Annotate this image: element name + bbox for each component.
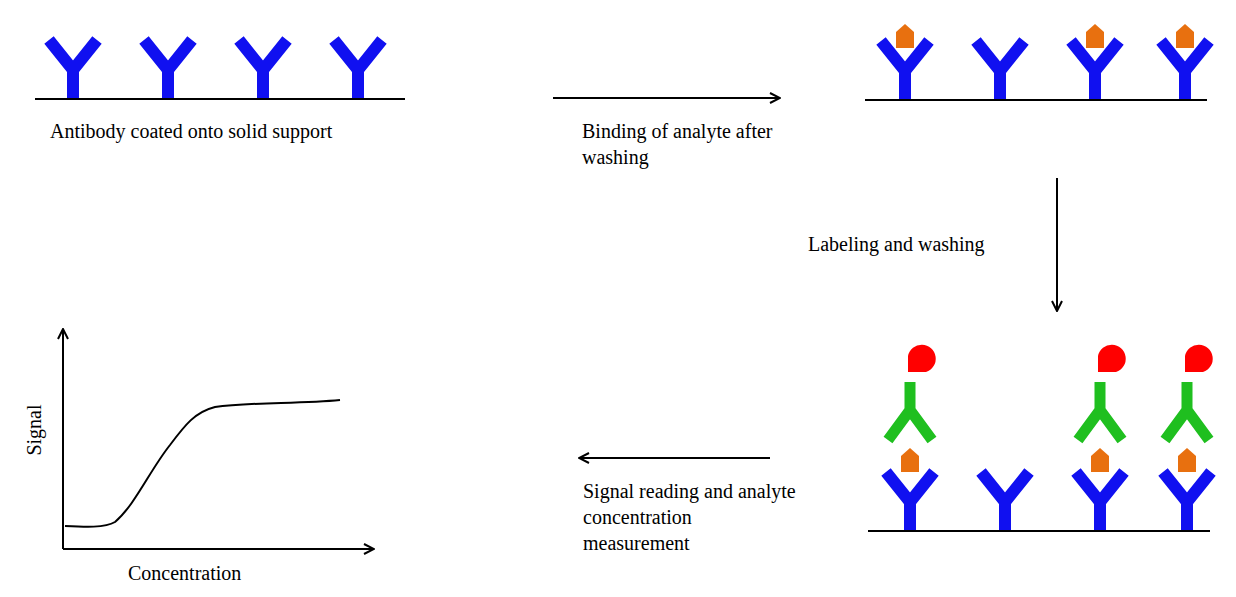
- capture-antibody: [1163, 472, 1211, 530]
- analyte: [901, 448, 919, 472]
- y-axis: [62, 330, 64, 549]
- axis-title: Signal: [21, 404, 47, 455]
- capture-antibody: [1076, 472, 1124, 530]
- solid-support: [35, 98, 405, 100]
- process-arrow: [1056, 178, 1058, 310]
- process-arrow: [580, 457, 770, 459]
- solid-support: [865, 99, 1207, 101]
- detection-antibody: [888, 382, 932, 440]
- capture-antibody: [334, 40, 382, 98]
- detection-antibody: [1078, 382, 1122, 440]
- enzyme-label: [1098, 345, 1126, 372]
- analyte: [1086, 24, 1104, 48]
- enzyme-label: [1185, 345, 1213, 372]
- analyte: [1091, 448, 1109, 472]
- analyte: [1178, 448, 1196, 472]
- analyte: [1176, 24, 1194, 48]
- capture-antibody: [886, 472, 934, 530]
- capture-antibody: [239, 40, 287, 98]
- axis-title: Concentration: [128, 560, 241, 586]
- detection-antibody: [1165, 382, 1209, 440]
- capture-antibody: [981, 472, 1029, 530]
- step-label: Labeling and washing: [808, 231, 985, 257]
- enzyme-label: [908, 345, 936, 372]
- capture-antibody: [881, 41, 929, 99]
- support-caption: Antibody coated onto solid support: [50, 118, 332, 144]
- capture-antibody: [49, 40, 97, 98]
- analyte: [896, 24, 914, 48]
- capture-antibody: [1161, 41, 1209, 99]
- signal-curve: [65, 400, 340, 527]
- capture-antibody: [144, 40, 192, 98]
- process-arrow: [553, 97, 779, 99]
- solid-support: [868, 530, 1210, 532]
- step-label: Signal reading and analyte concentration…: [583, 478, 798, 556]
- capture-antibody: [976, 41, 1024, 99]
- step-label: Binding of analyte after washing: [582, 118, 822, 170]
- x-axis: [63, 548, 373, 550]
- capture-antibody: [1071, 41, 1119, 99]
